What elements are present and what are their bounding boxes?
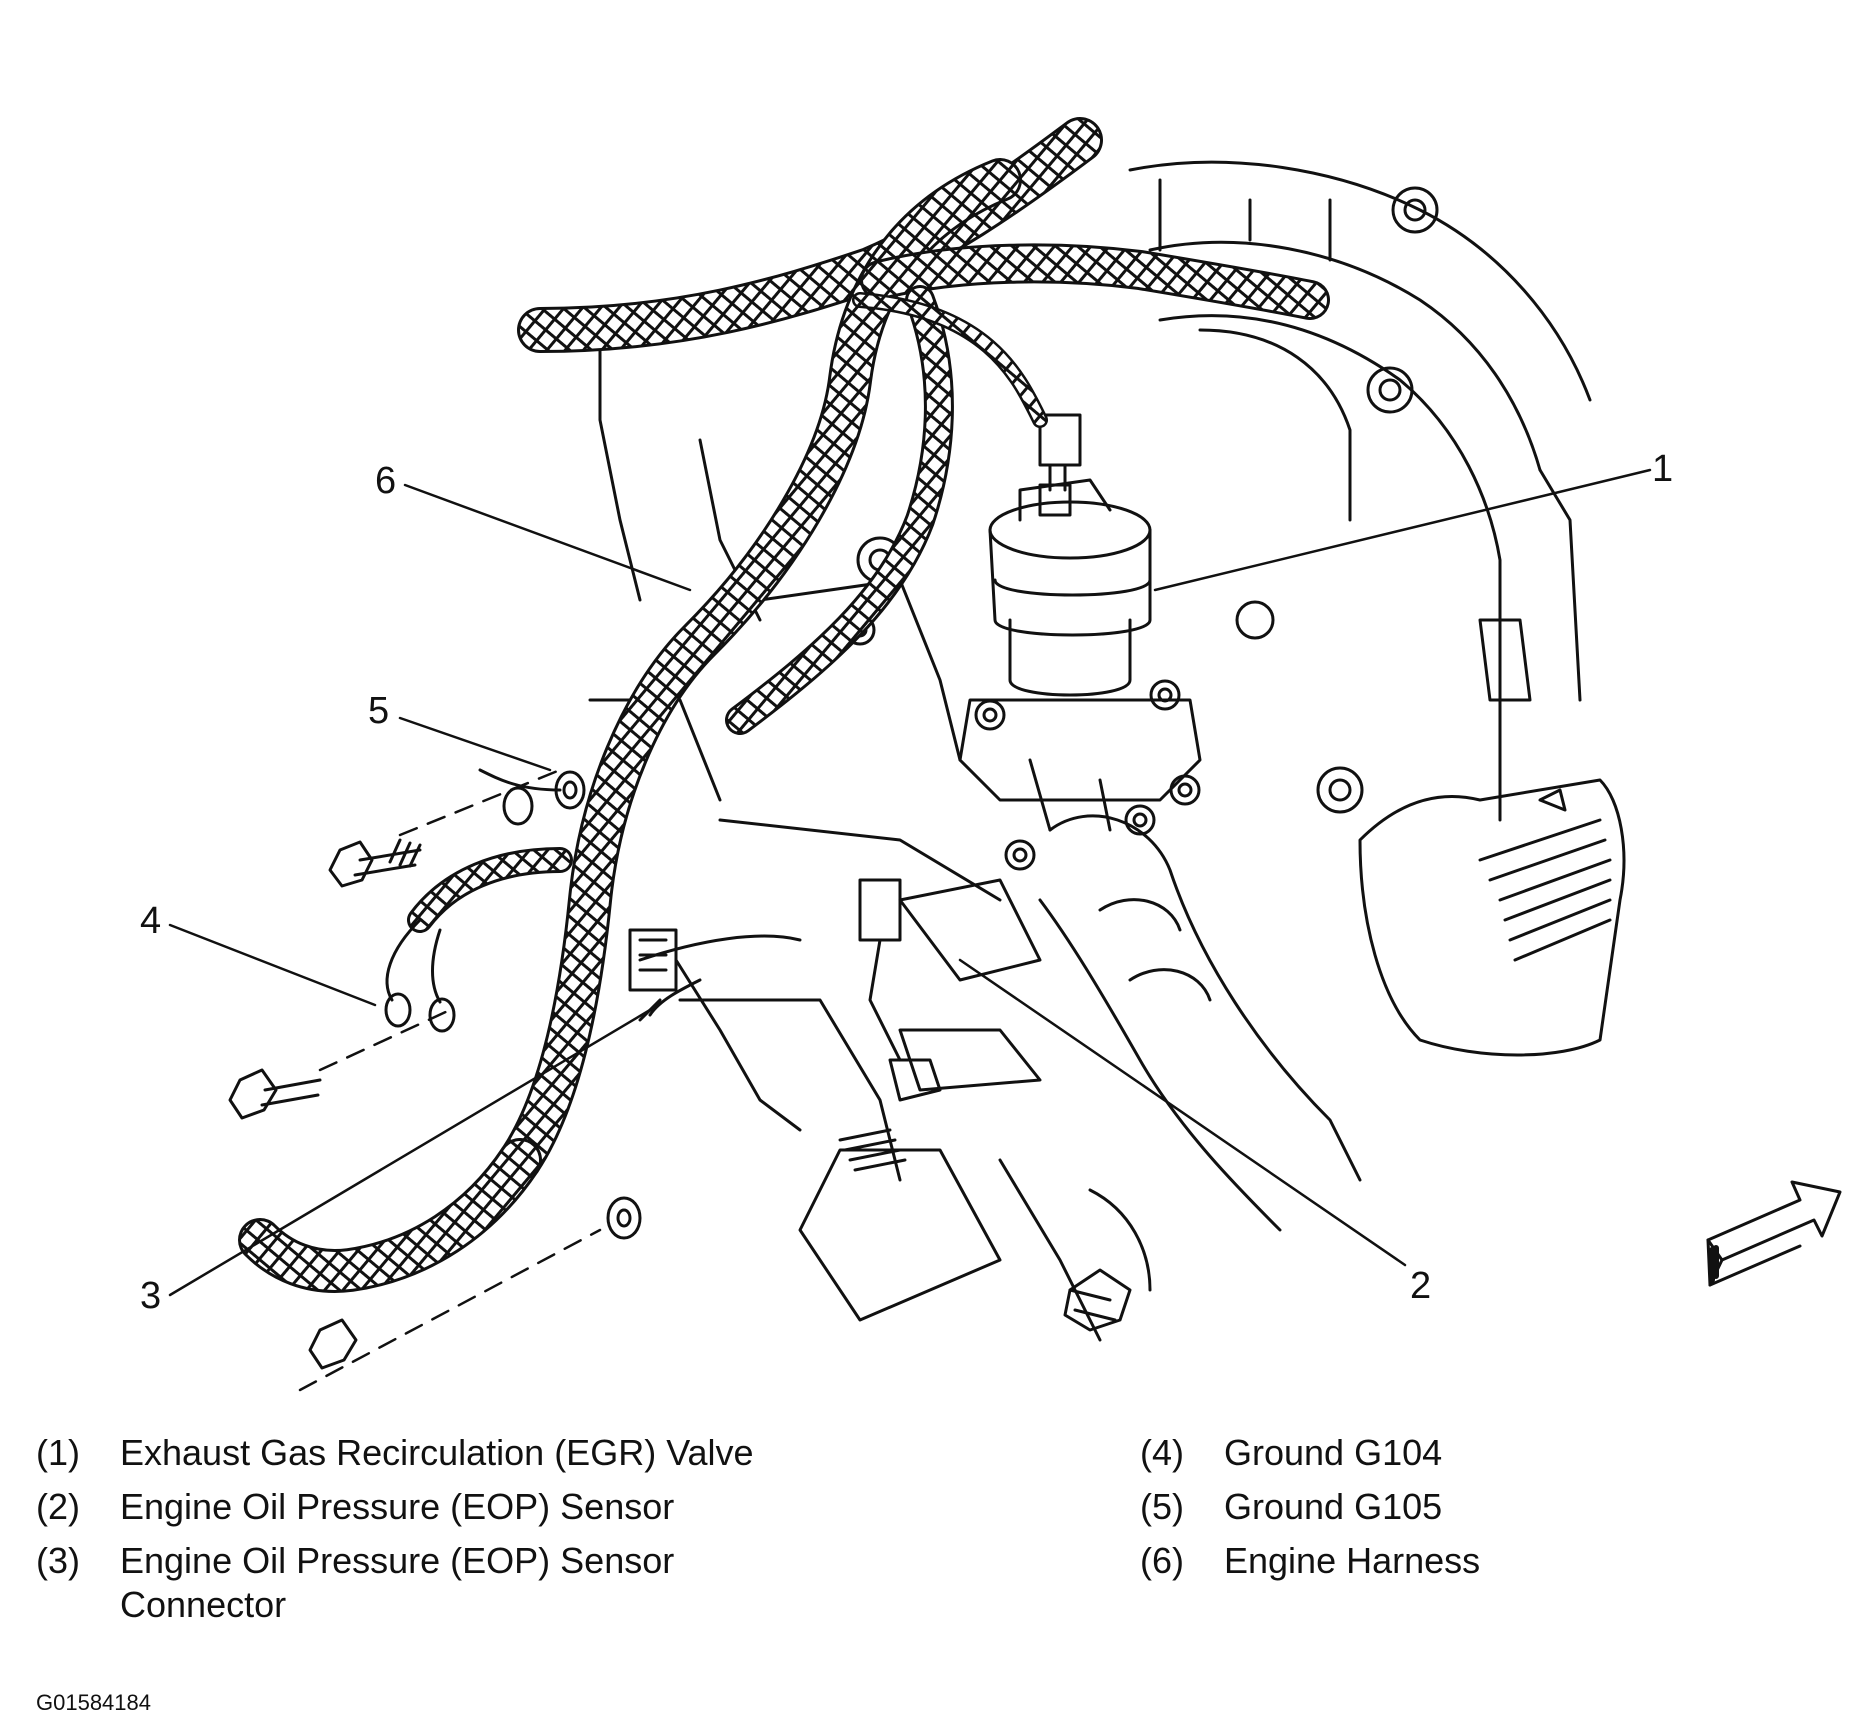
- legend-number: (3): [36, 1540, 80, 1581]
- egr-valve: [958, 413, 1202, 871]
- engine-diagram: 1 2 3 4 5 6: [140, 117, 1842, 1392]
- legend-item-1: (1) Exhaust Gas Recirculation (EGR) Valv…: [36, 1431, 840, 1475]
- eop-sensor-connector-shape: [628, 928, 802, 1132]
- legend-label: Engine Oil Pressure (EOP) Sensor Connect…: [120, 1540, 675, 1625]
- legend-label: Engine Harness: [1224, 1540, 1481, 1581]
- callout-4: 4: [140, 900, 162, 942]
- alignment-lines: [298, 768, 602, 1392]
- forward-arrow-icon: [1706, 1180, 1842, 1287]
- legend-number: (2): [36, 1486, 80, 1527]
- legend-label: Exhaust Gas Recirculation (EGR) Valve: [120, 1432, 754, 1473]
- callout-6: 6: [375, 460, 397, 502]
- callout-2: 2: [1410, 1265, 1432, 1307]
- bolts: [228, 770, 1132, 1370]
- legend-number: (5): [1140, 1486, 1184, 1527]
- legend-number: (1): [36, 1432, 80, 1473]
- legend-number: (4): [1140, 1432, 1184, 1473]
- legend-item-3: (3) Engine Oil Pressure (EOP) Sensor Con…: [36, 1539, 680, 1627]
- leader-lines: [168, 468, 1652, 1297]
- valve-cover: [1316, 766, 1626, 1057]
- callout-1: 1: [1652, 448, 1674, 490]
- callout-5: 5: [368, 690, 390, 732]
- eop-sensor: [838, 878, 1042, 1172]
- intake-manifold: [1128, 160, 1592, 822]
- legend: (1) Exhaust Gas Recirculation (EGR) Valv…: [0, 1425, 1868, 1685]
- legend-item-4: (4) Ground G104: [1140, 1431, 1824, 1475]
- engine-line-drawing: [168, 117, 1842, 1392]
- legend-number: (6): [1140, 1540, 1184, 1581]
- callout-3: 3: [140, 1275, 162, 1317]
- legend-item-5: (5) Ground G105: [1140, 1485, 1824, 1529]
- legend-label: Ground G105: [1224, 1486, 1443, 1527]
- legend-item-2: (2) Engine Oil Pressure (EOP) Sensor: [36, 1485, 840, 1529]
- figure-id: G01584184: [36, 1690, 151, 1715]
- engine-harness: [238, 117, 1330, 1293]
- legend-item-6: (6) Engine Harness: [1140, 1539, 1824, 1583]
- legend-label: Engine Oil Pressure (EOP) Sensor: [120, 1486, 675, 1527]
- egr-pipe: [1038, 814, 1362, 1232]
- legend-label: Ground G104: [1224, 1432, 1443, 1473]
- ground-wires: [385, 768, 702, 1022]
